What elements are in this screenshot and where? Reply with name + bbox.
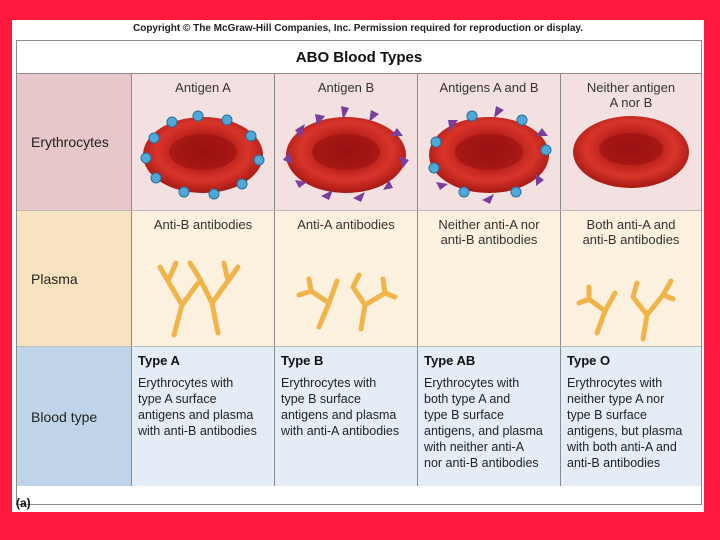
blood-type-description: Erythrocytes with both type A and type B…	[424, 376, 543, 470]
blood-type-description: Erythrocytes with neither type A nor typ…	[567, 376, 683, 470]
cell-antigen-b: Antigen B	[274, 74, 417, 210]
antibody-heading: Anti-A antibodies	[297, 217, 395, 232]
anti-a-antibody-icon	[296, 272, 398, 332]
blood-type-title: Type AB	[424, 353, 476, 368]
erythrocyte-type-b-icon	[283, 106, 409, 202]
blood-type-description: Erythrocytes with type A surface antigen…	[138, 376, 257, 438]
antigen-heading: Neither antigen A nor B	[586, 80, 676, 110]
antibody-heading: Neither anti-A nor anti-B antibodies	[438, 217, 540, 247]
cell-type-o: Type O Erythrocytes with neither type A …	[560, 347, 701, 486]
cell-neither-antibody: Neither anti-A nor anti-B antibodies	[417, 211, 560, 347]
plasma-row: Plasma Anti-B antibodies Anti-A antibodi…	[17, 210, 701, 347]
plasma-label: Plasma	[17, 211, 131, 347]
antigen-heading: Antigen B	[317, 80, 375, 95]
copyright-notice: Copyright © The McGraw-Hill Companies, I…	[132, 23, 584, 34]
blood-type-description: Erythrocytes with type B surface antigen…	[281, 376, 400, 438]
cell-type-b: Type B Erythrocytes with type B surface …	[274, 347, 417, 486]
blood-type-row: Blood type Type A Erythrocytes with type…	[17, 346, 701, 486]
antigen-heading: Antigens A and B	[439, 80, 539, 95]
table-title: ABO Blood Types	[17, 41, 701, 74]
cell-anti-a-antibodies: Anti-A antibodies	[274, 211, 417, 347]
blood-type-title: Type O	[567, 353, 611, 368]
cell-both-antibodies: Both anti-A and anti-B antibodies	[560, 211, 701, 347]
blood-type-title: Type B	[281, 353, 324, 368]
erythrocyte-type-o-icon	[573, 116, 689, 188]
cell-type-a: Type A Erythrocytes with type A surface …	[131, 347, 274, 486]
anti-b-antibody-icon	[157, 260, 241, 338]
antibody-heading: Anti-B antibodies	[153, 217, 253, 232]
figure-caption: (a)	[16, 496, 31, 510]
erythrocyte-type-a-icon	[140, 110, 265, 200]
cell-antigen-a: Antigen A	[131, 74, 274, 210]
anti-a-and-anti-b-antibody-icon	[576, 278, 676, 342]
blood-type-title: Type A	[138, 353, 180, 368]
antigen-heading: Antigen A	[175, 80, 231, 95]
antibody-heading: Both anti-A and anti-B antibodies	[582, 217, 680, 247]
blood-type-label: Blood type	[17, 347, 131, 486]
erythrocytes-label: Erythrocytes	[17, 74, 131, 210]
cell-anti-b-antibodies: Anti-B antibodies	[131, 211, 274, 347]
cell-type-ab: Type AB Erythrocytes with both type A an…	[417, 347, 560, 486]
cell-neither-antigen: Neither antigen A nor B	[560, 74, 701, 210]
erythrocytes-row: Erythrocytes Antigen A	[17, 74, 701, 210]
slide: Copyright © The McGraw-Hill Companies, I…	[12, 20, 704, 512]
abo-table: ABO Blood Types Erythrocytes Antigen A	[16, 40, 702, 505]
erythrocyte-type-ab-icon	[428, 106, 552, 204]
cell-antigens-a-and-b: Antigens A and B	[417, 74, 560, 210]
